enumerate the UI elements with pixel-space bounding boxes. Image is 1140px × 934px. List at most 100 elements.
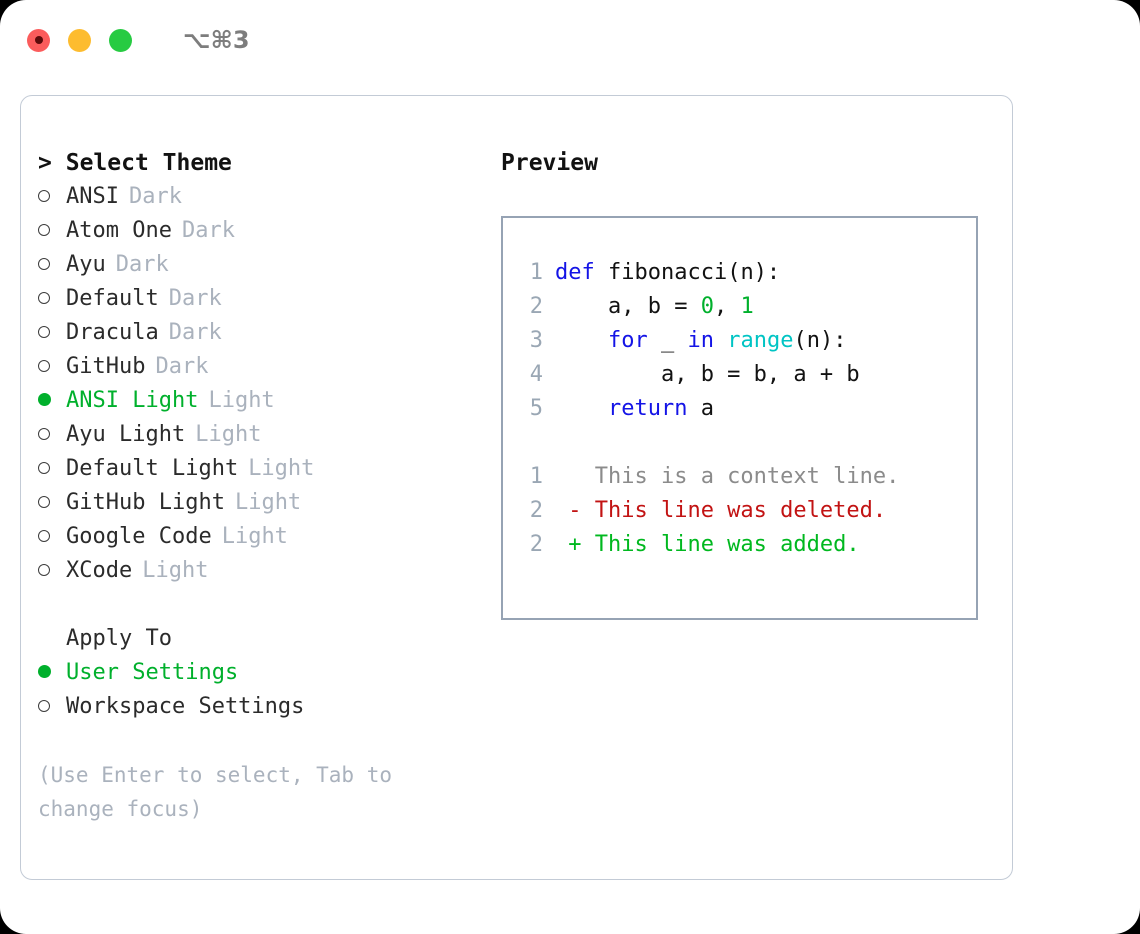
code-token: 0: [700, 294, 714, 319]
item-label: GitHub: [66, 354, 146, 379]
item-label: ANSI Light: [66, 388, 199, 413]
item-variant-tag: Light: [248, 456, 315, 481]
item-label: Atom One: [66, 218, 172, 243]
radio-marker: [38, 656, 66, 690]
item-label: Workspace Settings: [66, 694, 305, 719]
item-variant-tag: Light: [221, 524, 288, 549]
maximize-button-icon[interactable]: [109, 28, 132, 52]
code-line-text: a, b = b, a + b: [555, 358, 860, 392]
keyboard-hint-text: (Use Enter to select, Tab to change focu…: [38, 763, 405, 821]
apply-to-heading-text: Apply To: [66, 626, 172, 651]
radio-unselected-icon: [38, 529, 50, 542]
diff-line: 2 + This line was added.: [517, 528, 976, 562]
radio-marker: [38, 214, 66, 248]
theme-list-item[interactable]: GitHub Dark: [38, 350, 478, 384]
theme-list-item[interactable]: Atom One Dark: [38, 214, 478, 248]
radio-unselected-icon: [38, 189, 50, 202]
recording-dot-icon: [34, 36, 43, 44]
theme-list-item[interactable]: Ayu Light Light: [38, 418, 478, 452]
code-token: [714, 328, 727, 353]
apply-to-heading: Apply To: [38, 622, 478, 656]
select-theme-caret-icon: >: [38, 150, 52, 176]
code-token: [555, 328, 608, 353]
code-token: _: [647, 328, 688, 353]
item-variant-tag: Light: [142, 558, 209, 583]
item-label: User Settings: [66, 660, 239, 685]
radio-selected-icon: [38, 665, 51, 678]
code-token: a: [687, 396, 714, 421]
code-line-text: for _ in range(n):: [555, 324, 846, 358]
code-token: range: [727, 328, 794, 353]
theme-list-item[interactable]: Dracula Dark: [38, 316, 478, 350]
code-token: [555, 396, 608, 421]
radio-marker: [38, 520, 66, 554]
item-variant-tag: Dark: [168, 320, 222, 345]
diff-line: 1 This is a context line.: [517, 460, 976, 494]
theme-list-item[interactable]: GitHub Light Light: [38, 486, 478, 520]
radio-marker: [38, 180, 66, 214]
code-token: (n):: [793, 328, 847, 353]
item-variant-tag: Light: [195, 422, 262, 447]
list-spacer: [38, 588, 478, 622]
line-number: 2: [529, 498, 543, 523]
item-label: GitHub Light: [66, 490, 225, 515]
radio-marker: [38, 554, 66, 588]
line-number: 3: [529, 328, 543, 353]
radio-marker: [38, 282, 66, 316]
code-token: a, b =: [555, 294, 701, 319]
radio-unselected-icon: [38, 699, 50, 712]
item-label: Dracula: [66, 320, 159, 345]
diff-sample: 1 This is a context line.2 - This line w…: [517, 460, 976, 562]
line-number: 5: [529, 396, 543, 421]
item-label: Ayu Light: [66, 422, 186, 447]
title-bar: ⌥⌘3: [0, 0, 1140, 80]
select-theme-heading-text: Select Theme: [65, 150, 232, 176]
code-token: ,: [713, 294, 741, 319]
radio-unselected-icon: [38, 359, 50, 372]
radio-unselected-icon: [38, 427, 50, 440]
apply-to-item[interactable]: User Settings: [38, 656, 478, 690]
minimize-button-icon[interactable]: [68, 28, 91, 52]
item-label: Default: [66, 286, 159, 311]
radio-unselected-icon: [38, 563, 50, 576]
item-variant-tag: Dark: [181, 218, 235, 243]
radio-marker: [38, 418, 66, 452]
code-line: 2 a, b = 0, 1: [517, 290, 976, 324]
radio-selected-icon: [38, 393, 51, 406]
code-token: for: [607, 328, 648, 353]
code-token: a, b = b, a + b: [555, 362, 860, 387]
apply-to-item[interactable]: Workspace Settings: [38, 690, 478, 724]
radio-marker: [38, 316, 66, 350]
theme-list-item[interactable]: Google Code Light: [38, 520, 478, 554]
code-token: 1: [740, 294, 754, 319]
radio-marker: [38, 350, 66, 384]
item-label: Ayu: [66, 252, 106, 277]
code-token: fibonacci(n):: [594, 260, 781, 285]
item-label: Default Light: [66, 456, 239, 481]
radio-unselected-icon: [38, 223, 50, 236]
item-label: Google Code: [66, 524, 212, 549]
radio-unselected-icon: [38, 257, 50, 270]
code-line: 5 return a: [517, 392, 976, 426]
radio-unselected-icon: [38, 291, 50, 304]
item-variant-tag: Light: [234, 490, 302, 515]
traffic-lights: [27, 28, 132, 52]
item-variant-tag: Dark: [155, 354, 209, 379]
close-button-icon[interactable]: [27, 28, 50, 52]
theme-list-item[interactable]: Default Light Light: [38, 452, 478, 486]
radio-marker: [38, 248, 66, 282]
radio-marker: [38, 486, 66, 520]
code-token: in: [687, 328, 714, 353]
code-line-text: a, b = 0, 1: [555, 290, 754, 324]
line-number: 1: [529, 260, 543, 285]
